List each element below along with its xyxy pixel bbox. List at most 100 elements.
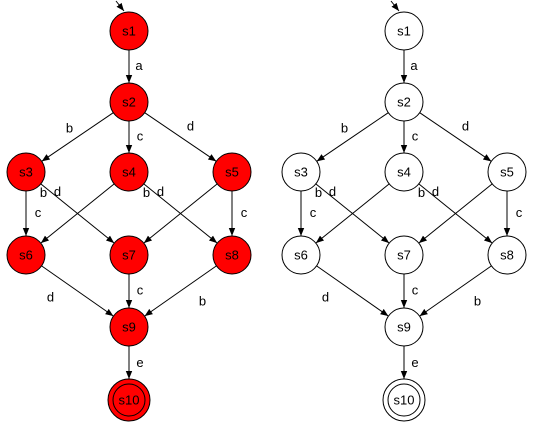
state-circle	[487, 152, 527, 192]
transition-label: e	[136, 355, 143, 370]
transition-s2-s3	[316, 112, 389, 162]
state-node-s8: s8	[487, 235, 527, 275]
state-node-s7: s7	[384, 235, 424, 275]
transition-s6-s9	[316, 265, 389, 317]
state-node-s3: s3	[281, 152, 321, 192]
state-node-s1: s1	[384, 11, 424, 51]
state-node-s6: s6	[6, 235, 46, 275]
state-circle	[384, 307, 424, 347]
state-circle	[6, 152, 46, 192]
transition-label: c	[137, 128, 144, 143]
state-label: s1	[397, 23, 411, 38]
state-node-s9: s9	[109, 307, 149, 347]
state-label: s6	[294, 247, 308, 262]
state-label: s5	[500, 164, 514, 179]
state-circle	[281, 235, 321, 275]
accepting-inner-ring	[112, 383, 146, 417]
state-circle	[109, 11, 149, 51]
transition-label: d	[157, 184, 164, 199]
accepting-inner-ring	[387, 383, 421, 417]
transition-label: b	[474, 293, 481, 308]
state-circle	[384, 11, 424, 51]
state-label: s9	[122, 319, 136, 334]
state-label: s7	[122, 247, 136, 262]
state-circle	[109, 235, 149, 275]
state-circle	[109, 152, 149, 192]
transition-s8-s9	[419, 265, 492, 317]
transition-label: b	[418, 185, 425, 200]
state-node-s5: s5	[212, 152, 252, 192]
transition-label: d	[432, 184, 439, 199]
transition-s5-s7	[418, 183, 493, 244]
state-node-s10: s10	[382, 378, 426, 422]
transition-s2-s3	[41, 112, 114, 162]
state-label: s4	[397, 164, 411, 179]
transition-label: b	[199, 293, 206, 308]
transition-label: d	[187, 118, 194, 133]
state-circle	[6, 235, 46, 275]
transition-label: d	[322, 289, 329, 304]
state-label: s2	[122, 94, 136, 109]
state-node-s4: s4	[384, 152, 424, 192]
state-label: s1	[122, 23, 136, 38]
transition-label: b	[341, 120, 348, 135]
transition-label: b	[40, 185, 47, 200]
state-node-s6: s6	[281, 235, 321, 275]
transition-label: d	[462, 118, 469, 133]
transition-label: c	[516, 205, 523, 220]
state-node-s8: s8	[212, 235, 252, 275]
state-node-s2: s2	[109, 82, 149, 122]
state-circle	[109, 82, 149, 122]
transition-s2-s5	[419, 112, 492, 162]
transition-s4-s6	[315, 183, 390, 244]
initial-state-arrow	[390, 0, 400, 12]
transition-label: b	[315, 185, 322, 200]
state-circle	[212, 235, 252, 275]
initial-state-arrow	[115, 0, 125, 12]
state-label: s8	[500, 247, 514, 262]
state-label: s8	[225, 247, 239, 262]
state-label: s4	[122, 164, 136, 179]
transition-label: c	[412, 128, 419, 143]
state-node-s1: s1	[109, 11, 149, 51]
state-label: s5	[225, 164, 239, 179]
state-label: s3	[19, 164, 33, 179]
transition-label: d	[329, 184, 336, 199]
state-circle	[384, 235, 424, 275]
state-circle	[384, 82, 424, 122]
state-circle	[212, 152, 252, 192]
state-circle	[487, 235, 527, 275]
transition-label: e	[411, 355, 418, 370]
state-circle	[384, 152, 424, 192]
transition-label: b	[66, 120, 73, 135]
state-node-s9: s9	[384, 307, 424, 347]
transition-label: c	[412, 282, 419, 297]
state-label: s10	[394, 392, 415, 407]
state-circle	[281, 152, 321, 192]
transition-label: c	[35, 205, 42, 220]
transition-label: c	[310, 205, 317, 220]
state-node-s4: s4	[109, 152, 149, 192]
transition-s2-s5	[144, 112, 217, 162]
state-label: s9	[397, 319, 411, 334]
state-node-s3: s3	[6, 152, 46, 192]
state-label: s7	[397, 247, 411, 262]
transition-s6-s9	[41, 265, 114, 317]
state-circle	[109, 307, 149, 347]
transition-s4-s6	[40, 183, 115, 244]
transition-label: c	[137, 282, 144, 297]
state-node-s5: s5	[487, 152, 527, 192]
state-node-s7: s7	[109, 235, 149, 275]
transition-label: d	[54, 184, 61, 199]
state-label: s6	[19, 247, 33, 262]
transition-s8-s9	[144, 265, 217, 317]
state-label: s2	[397, 94, 411, 109]
state-node-s10: s10	[107, 378, 151, 422]
state-label: s10	[119, 392, 140, 407]
transition-label: d	[47, 289, 54, 304]
transition-label: a	[410, 58, 418, 73]
state-node-s2: s2	[384, 82, 424, 122]
